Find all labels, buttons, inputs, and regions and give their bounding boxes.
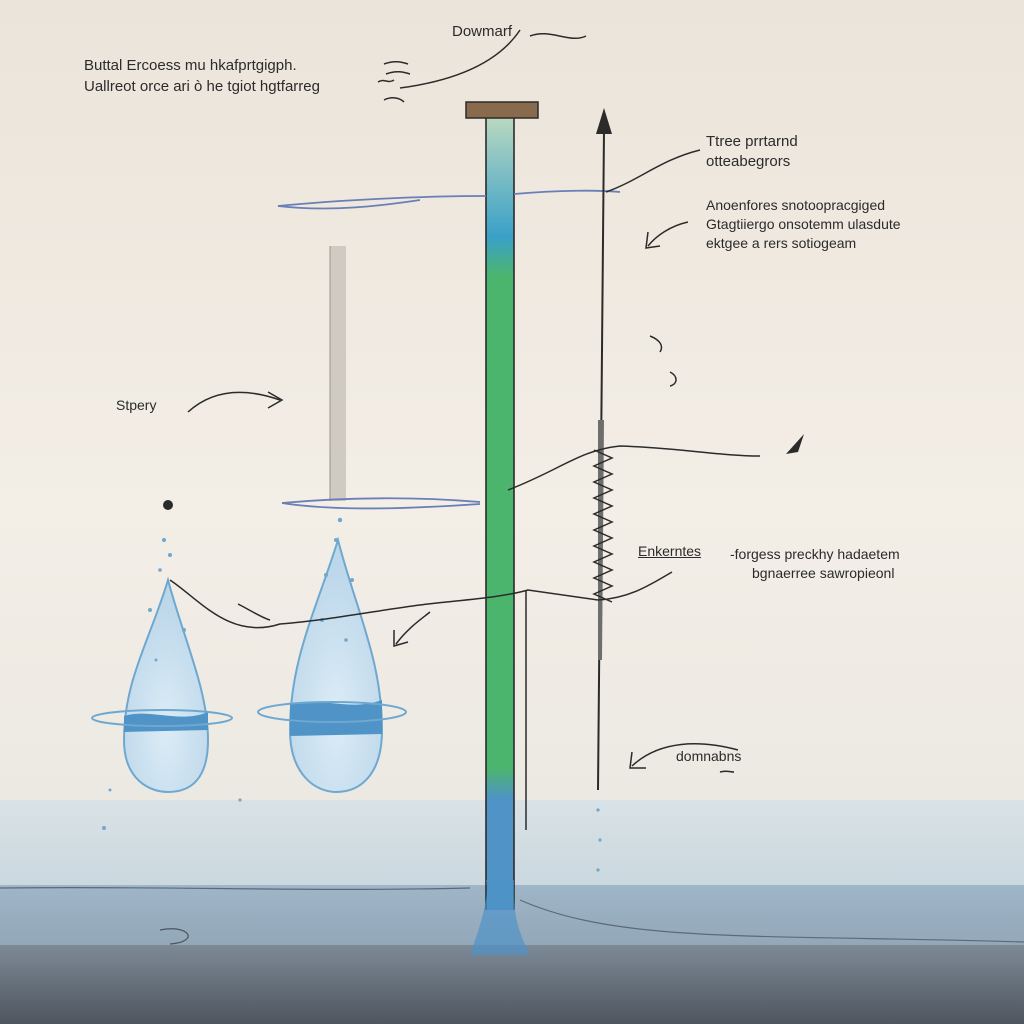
level-lines [277,189,621,510]
arrow-up-icon [596,108,612,134]
label-right-mid-line3: ektgee a rers sotiogeam [706,235,857,251]
arrow-right-icon [187,391,284,413]
label-left-mid: Stpery [116,397,157,413]
label-bottom-right: domnabns [676,748,742,764]
squiggle-marks [377,60,735,773]
water-drop-icon [91,500,233,794]
label-right-mid-line1: Anoenfores snotoopracgiged [706,197,886,213]
label-mid-right-line1: -forgess preckhy hadaetem [730,546,900,562]
water-drop-icon-2 [257,536,407,794]
main-tube [465,101,539,955]
tube-cap [465,101,539,119]
pointer-arrow-icon [786,434,804,454]
label-right-mid-line2: Gtagtiiergo onsotemm ulasdute [706,216,901,232]
leader-lines [169,29,761,629]
label-top-left-line2: Uallreot orce ari ò he tgiot hgtfarreg [84,78,320,95]
label-top-title: Dowmarf [452,23,513,40]
label-mid-right-line2: bgnaerree sawropieonl [752,565,895,581]
label-right-top-line2: otteabegrors [706,153,791,170]
spring-icon [592,449,614,603]
label-right-top-line1: Ttree prrtarnd [706,133,798,150]
thin-pole [329,246,346,501]
arrow-left-icon [393,221,739,769]
label-mid-right-head: Enkerntes [638,543,702,559]
label-top-left-line1: Buttal Ercoess mu hkafprtgigph. [84,57,297,74]
